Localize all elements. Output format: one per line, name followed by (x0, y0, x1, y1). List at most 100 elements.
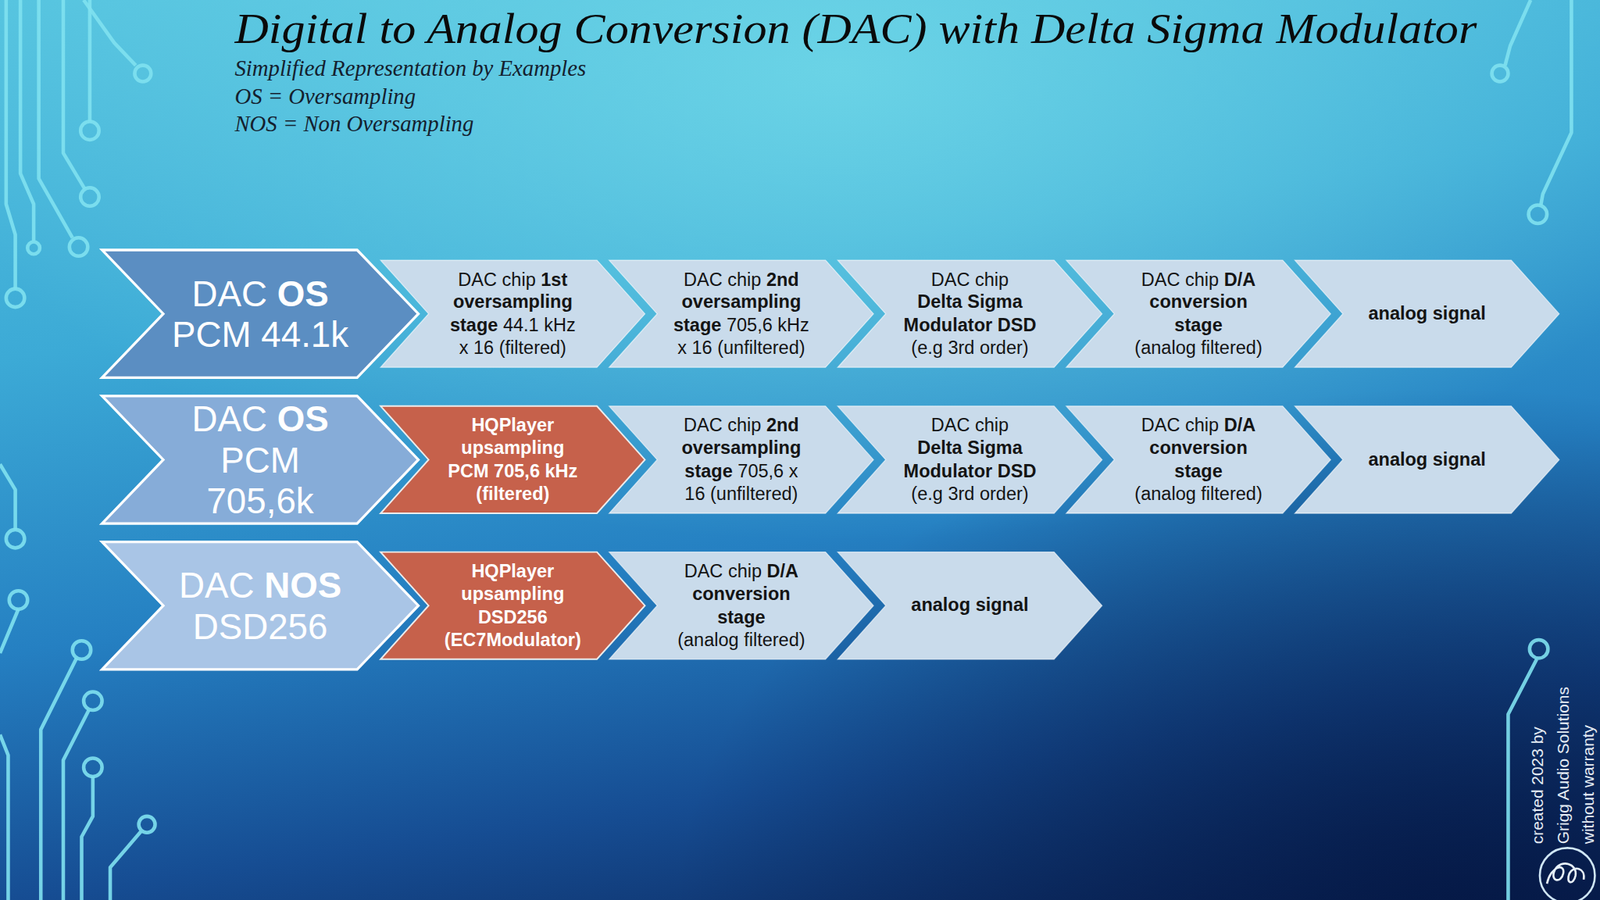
text-word: conversion (1149, 437, 1247, 458)
text-word: Sigma (967, 292, 1023, 313)
text-word: DAC (191, 398, 268, 439)
text-word: chip (1185, 268, 1219, 290)
process-chevron: DAC chip Delta Sigma Modulator DSD (e.g … (837, 406, 1102, 514)
text-word: oversampling (681, 292, 801, 313)
chevron-shape (102, 396, 419, 524)
text-word: PCM (171, 314, 252, 354)
subtitle-line: OS = Oversampling (234, 84, 416, 109)
text-word: Delta (917, 292, 962, 313)
text-block: DAC chip D/A conversion stage (analog fi… (1066, 260, 1331, 368)
text-block: DAC OS PCM 705,6k (102, 396, 419, 524)
text-block: DAC chip Delta Sigma Modulator DSD (e.g … (837, 260, 1102, 368)
text-word: x (789, 460, 799, 482)
node-text: DAC OS PCM 44.1k (171, 272, 349, 354)
text-block: DAC chip 1st oversampling stage 44.1 kHz… (380, 260, 645, 368)
slide-title: Digital to Analog Conversion (DAC) with … (234, 3, 1477, 54)
text-word: 705,6 (493, 460, 540, 482)
text-block: DAC chip 2nd oversampling stage 705,6 x … (609, 406, 874, 514)
node-text: DAC chip 2nd oversampling stage 705,6 x … (681, 414, 801, 507)
node-text: DAC chip 1st oversampling stage 44.1 kHz… (450, 267, 576, 361)
process-chevron: DAC chip D/A conversion stage (analog fi… (609, 552, 874, 660)
node-text: analog signal (1367, 302, 1486, 325)
chevron-shape (1294, 406, 1559, 514)
text-word: (filtered) (499, 337, 567, 358)
chevron-shape (1294, 260, 1559, 368)
text-word: by (1528, 726, 1547, 744)
text-word: stage (673, 314, 722, 336)
text-word: DAC (457, 268, 497, 290)
text-word: x (677, 337, 687, 358)
text-word: Sigma (967, 437, 1023, 458)
text-block: analog signal (1294, 260, 1559, 368)
text-word: chip (727, 414, 761, 436)
text-word: kHz (545, 460, 579, 482)
subtitle-line: NOS = Non Oversampling (234, 112, 474, 137)
text-word: (e.g (910, 337, 943, 358)
text-word: Audio (1553, 758, 1572, 800)
text-word: (e.g (910, 483, 943, 504)
text-word: Delta (917, 437, 962, 458)
process-chevron: DAC chip 2nd oversampling stage 705,6 x … (609, 406, 874, 514)
text-word: stage (1174, 314, 1222, 336)
chevron-shape (380, 552, 645, 660)
text-word: DSD256 (192, 605, 329, 646)
text-word: upsampling (460, 583, 565, 604)
text-word: analog (1367, 449, 1428, 470)
text-word: signal (975, 595, 1029, 616)
text-word: 44.1k (260, 314, 349, 354)
text-word: DSD256 (478, 606, 548, 627)
text-word: chip (728, 560, 762, 582)
text-block: analog signal (837, 552, 1102, 660)
text-word: DAC (683, 268, 723, 290)
text-word: HQPlayer (471, 560, 554, 582)
text-word: chip (975, 268, 1009, 290)
process-chevron: analog signal (837, 552, 1102, 660)
text-word: (analog (1134, 483, 1196, 504)
text-word: stage (450, 314, 498, 336)
text-word: x (459, 337, 469, 358)
node-text: HQPlayer upsampling PCM 705,6 kHz (filte… (447, 414, 578, 507)
subtitle-line: Simplified Representation by Examples (234, 56, 586, 81)
chevron-outline (102, 250, 419, 378)
text-word: OS (277, 398, 329, 439)
chevron-shape (1066, 406, 1331, 514)
text-word: 1st (540, 268, 568, 290)
text-word: Modulator (903, 460, 993, 482)
text-word: 16 (473, 337, 494, 358)
category-chevron: DAC OS PCM 44.1k (102, 250, 419, 378)
software-chevron: HQPlayer upsampling DSD256 (EC7Modulator… (380, 552, 645, 660)
text-word: DAC (1141, 414, 1181, 436)
text-block: HQPlayer upsampling PCM 705,6 kHz (filte… (380, 406, 645, 514)
category-chevron: DAC OS PCM 705,6k (102, 396, 419, 524)
text-word: PCM (447, 460, 489, 482)
text-block: HQPlayer upsampling DSD256 (EC7Modulator… (380, 552, 645, 660)
text-word: warranty (1579, 725, 1597, 788)
text-word: DAC (931, 414, 971, 436)
process-chevron: DAC chip D/A conversion stage (analog fi… (1066, 260, 1331, 368)
text-word: OS (277, 272, 329, 313)
text-word: filtered) (1200, 483, 1262, 504)
node-text: DAC OS PCM 705,6k (191, 398, 329, 522)
text-word: stage (1174, 460, 1222, 482)
text-word: 3rd (947, 337, 975, 358)
text-word: DAC (191, 272, 268, 313)
chevron-shape (609, 406, 874, 514)
text-word: upsampling (460, 437, 565, 458)
node-text: DAC NOS DSD256 (178, 564, 342, 647)
node-text: DAC chip D/A conversion stage (analog fi… (677, 559, 805, 652)
node-text: DAC chip D/A conversion stage (analog fi… (1134, 414, 1262, 507)
chevron-shape (837, 260, 1102, 368)
text-word: order) (979, 483, 1029, 504)
text-block: DAC chip D/A conversion stage (analog fi… (609, 552, 874, 660)
node-text: DAC chip D/A conversion stage (analog fi… (1134, 267, 1262, 361)
text-word: chip (1185, 414, 1219, 436)
node-text: analog signal (910, 593, 1029, 617)
text-word: 3rd (947, 483, 975, 504)
chevron-shape (380, 406, 645, 514)
text-word: oversampling (453, 292, 573, 313)
chevron-shape (837, 406, 1102, 514)
node-text: DAC chip Delta Sigma Modulator DSD (e.g … (903, 267, 1037, 361)
text-word: DAC (178, 564, 255, 605)
chevron-shape (609, 552, 874, 660)
process-chevron: DAC chip Delta Sigma Modulator DSD (e.g … (837, 260, 1102, 368)
